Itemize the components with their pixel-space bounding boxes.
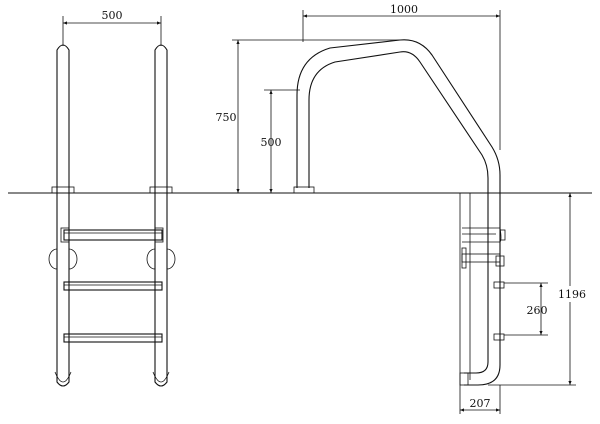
front-step-2 [63,281,163,291]
dimension-height-overall: 750 [216,39,400,193]
dim-label-depth-total: 1196 [558,288,586,301]
dim-label-base-depth: 207 [470,397,491,410]
dimension-front-width: 500 [62,9,162,46]
front-view-ladder [48,44,176,387]
dimension-height-inner: 500 [261,89,300,193]
dimension-base-depth: 207 [459,385,501,414]
dim-label-step-spacing: 260 [527,304,548,317]
front-step-3 [63,333,163,343]
dim-label-height-overall: 750 [216,111,237,124]
dimension-side-width: 1000 [302,3,501,150]
dimension-step-spacing: 260 [504,282,548,336]
side-view-ladder [293,39,506,386]
dim-label-side-width: 1000 [390,3,418,16]
dimension-depth-total: 1196 [488,192,588,386]
dim-label-height-inner: 500 [261,136,282,149]
dim-label-front-width: 500 [102,9,123,22]
front-step-1 [63,229,163,241]
